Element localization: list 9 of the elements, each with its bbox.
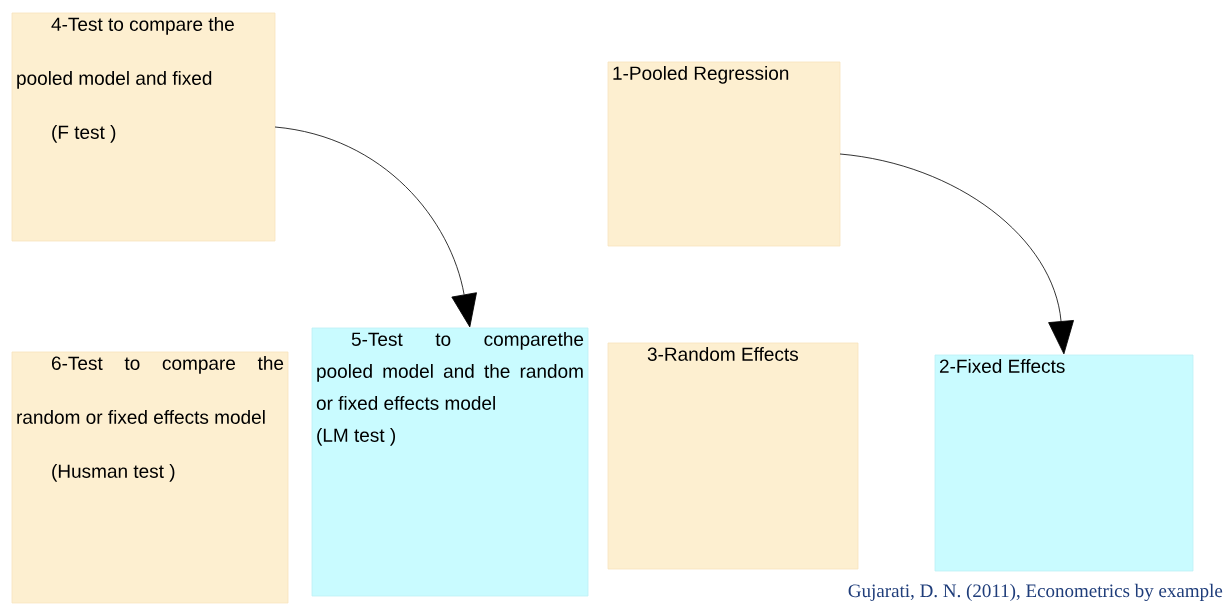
process-box: 6-Test to compare the random or fixed effects model (Husman test ) [11,351,289,604]
curved-arrow [839,153,1074,355]
process-box: 5-Test to comparethe pooled model and the random or fixed effects model (LM test ) [311,327,589,597]
process-box: 3-Random Effects [607,342,859,570]
curved-arrow [274,126,477,328]
process-box: 1-Pooled Regression [607,61,841,247]
process-box: 2-Fixed Effects [934,354,1194,572]
citation-text: Gujarati, D. N. (2011), Econometrics by example [848,583,1223,602]
process-box: 4-Test to compare the pooled model and fixed (F test ) [11,12,276,242]
